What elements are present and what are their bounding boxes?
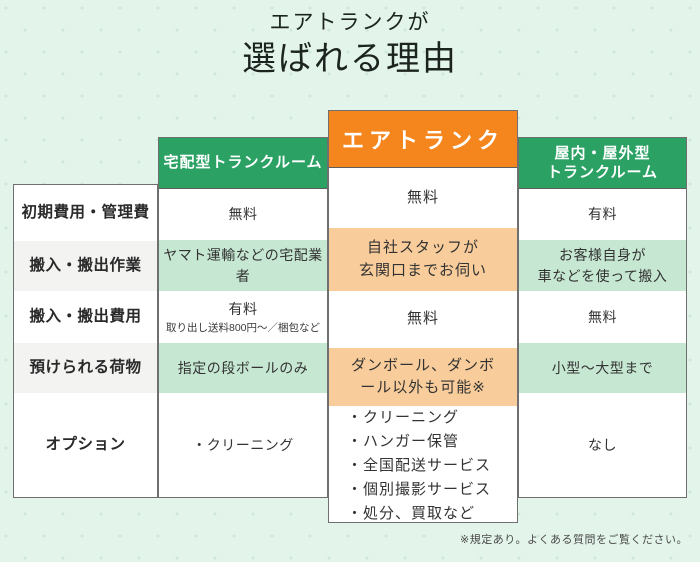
cell-indoor-options: なし	[588, 436, 617, 453]
row-label-initial-cost: 初期費用・管理費	[21, 204, 150, 222]
cell-delivery-storable-items: 指定の段ボールのみ	[159, 343, 327, 393]
page-title: エアトランクが 選ばれる理由	[0, 9, 700, 81]
cell-delivery-moving-work: ヤマト運輸などの宅配業者	[159, 240, 327, 291]
cell-airtrunk-moving-cost: 無料	[406, 310, 439, 328]
column-header-delivery: 宅配型トランクルーム	[159, 138, 327, 189]
column-delivery-trunk-room: 宅配型トランクルーム 無料 ヤマト運輸などの宅配業者 有料 取り出し送料800円…	[158, 137, 328, 498]
cell-indoor-moving-work: お客様自身が 車などを使って搬入	[519, 240, 686, 291]
title-line-1: エアトランクが	[269, 11, 431, 34]
cell-indoor-storable-items: 小型～大型まで	[519, 343, 686, 393]
cell-delivery-initial-cost: 無料	[228, 206, 258, 222]
row-label-moving-work: 搬入・搬出作業	[14, 241, 157, 291]
cell-airtrunk-options: ・クリーニング ・ハンガー保管 ・全国配送サービス ・個別撮影サービス ・処分、…	[347, 409, 492, 522]
column-airtrunk: エアトランク 無料 自社スタッフが 玄関口までお伺い 無料 ダンボール、ダンボ …	[328, 110, 518, 523]
column-indoor-outdoor-trunk-room: 屋内・屋外型 トランクルーム 有料 お客様自身が 車などを使って搬入 無料 小型…	[518, 137, 687, 498]
footnote: ※規定あり。よくある質問をご覧ください。	[460, 534, 688, 546]
cell-delivery-moving-cost-note: 取り出し送料800円～／梱包など	[165, 321, 321, 334]
row-label-moving-cost: 搬入・搬出費用	[29, 308, 142, 326]
cell-airtrunk-moving-work: 自社スタッフが 玄関口までお伺い	[329, 228, 517, 291]
cell-delivery-moving-cost-main: 有料	[228, 300, 258, 317]
row-label-storable-items: 預けられる荷物	[14, 343, 157, 393]
row-label-options: オプション	[45, 436, 126, 454]
cell-airtrunk-initial-cost: 無料	[406, 188, 439, 206]
cell-delivery-moving-cost: 有料 取り出し送料800円～／梱包など	[159, 291, 327, 343]
cell-indoor-moving-cost: 無料	[588, 308, 617, 325]
cell-indoor-initial-cost: 有料	[588, 206, 617, 222]
cell-airtrunk-storable-items: ダンボール、ダンボ ール以外も可能※	[329, 348, 517, 406]
cell-delivery-options: ・クリーニング	[192, 436, 294, 453]
column-header-indoor-outdoor: 屋内・屋外型 トランクルーム	[519, 138, 686, 189]
row-label-column: 初期費用・管理費 搬入・搬出作業 搬入・搬出費用 預けられる荷物 オプション	[13, 184, 158, 498]
title-line-2: 選ばれる理由	[242, 40, 458, 79]
column-header-airtrunk: エアトランク	[329, 111, 517, 168]
